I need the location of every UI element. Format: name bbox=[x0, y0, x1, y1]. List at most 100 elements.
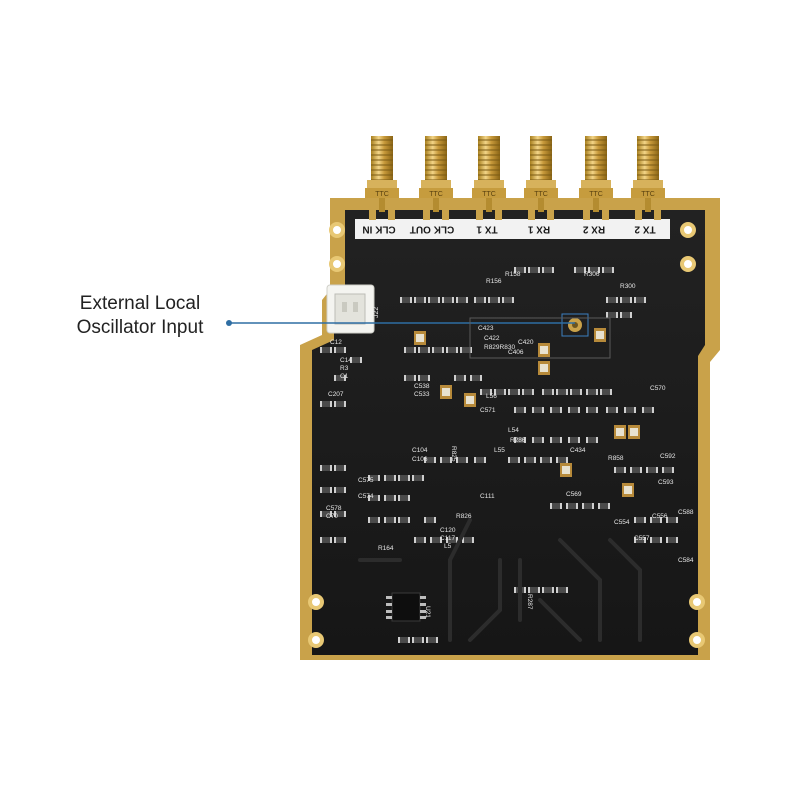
smd-component bbox=[550, 503, 562, 509]
inductor bbox=[614, 425, 626, 439]
smd-component bbox=[586, 437, 598, 443]
smd-component bbox=[602, 267, 614, 273]
smd-component bbox=[446, 347, 458, 353]
smd-component bbox=[334, 401, 346, 407]
smd-component bbox=[320, 487, 332, 493]
smd-component bbox=[462, 537, 474, 543]
smd-component bbox=[424, 457, 436, 463]
smd-component bbox=[614, 467, 626, 473]
silkscreen-label: C575 bbox=[358, 477, 374, 484]
connector-label: RX 2 bbox=[582, 223, 605, 234]
smd-component bbox=[334, 375, 346, 381]
silkscreen-label: C406 bbox=[508, 349, 524, 356]
smd-component bbox=[586, 407, 598, 413]
ufl-lo-connector bbox=[561, 313, 589, 337]
silkscreen-label: R826 bbox=[456, 513, 472, 520]
smd-component bbox=[440, 457, 452, 463]
smd-component bbox=[570, 389, 582, 395]
smd-component bbox=[574, 267, 586, 273]
mounting-holes bbox=[308, 222, 705, 648]
smd-component bbox=[666, 517, 678, 523]
smd-component bbox=[368, 517, 380, 523]
smd-component bbox=[662, 467, 674, 473]
smd-component bbox=[320, 465, 332, 471]
smd-component bbox=[550, 437, 562, 443]
smd-component bbox=[456, 457, 468, 463]
smd-component bbox=[384, 475, 396, 481]
connector-label: CLK OUT bbox=[410, 223, 454, 234]
smd-component bbox=[488, 297, 500, 303]
smd-component bbox=[446, 537, 458, 543]
silkscreen-label: C422 bbox=[484, 335, 500, 342]
smd-component bbox=[606, 312, 618, 318]
smd-component bbox=[398, 495, 410, 501]
smd-component bbox=[630, 467, 642, 473]
silkscreen-label: L55 bbox=[494, 447, 505, 454]
silkscreen-label: C14 bbox=[340, 357, 352, 364]
smd-component bbox=[404, 347, 416, 353]
j22-connector bbox=[326, 284, 375, 334]
mounting-hole bbox=[689, 632, 705, 648]
silkscreen-label: L5 bbox=[444, 543, 452, 550]
silkscreen-label: C423 bbox=[478, 325, 494, 332]
smd-component bbox=[414, 297, 426, 303]
smd-component bbox=[404, 375, 416, 381]
smd-component bbox=[582, 503, 594, 509]
silkscreen-label: C588 bbox=[678, 509, 694, 516]
mounting-hole bbox=[329, 222, 345, 238]
smd-component bbox=[556, 457, 568, 463]
connector-label: TX 2 bbox=[634, 223, 656, 234]
silkscreen-label: L54 bbox=[508, 427, 519, 434]
silkscreen-label: C434 bbox=[570, 447, 586, 454]
smd-component bbox=[514, 407, 526, 413]
smd-component bbox=[334, 487, 346, 493]
smd-component bbox=[606, 297, 618, 303]
smd-component bbox=[334, 465, 346, 471]
inductor bbox=[538, 343, 550, 357]
smd-component bbox=[550, 407, 562, 413]
smd-component bbox=[398, 637, 410, 643]
silk-j22: J22 bbox=[373, 307, 380, 318]
smd-component bbox=[532, 407, 544, 413]
mounting-hole bbox=[689, 594, 705, 610]
smd-component bbox=[334, 537, 346, 543]
callout-label-line-2: Oscillator Input bbox=[76, 317, 204, 338]
silkscreen-label: C117 bbox=[440, 535, 455, 542]
rf-section-outline bbox=[469, 317, 611, 359]
smd-component bbox=[412, 475, 424, 481]
smd-component bbox=[556, 389, 568, 395]
smd-component bbox=[666, 537, 678, 543]
silkscreen-label: C554 bbox=[614, 519, 630, 526]
silkscreen-label: C1 bbox=[340, 373, 349, 380]
inductor bbox=[628, 425, 640, 439]
inductor bbox=[594, 328, 606, 342]
connector-label: RX 1 bbox=[527, 223, 550, 234]
sma-brand-label: TTC bbox=[482, 191, 496, 198]
mounting-hole bbox=[308, 594, 324, 610]
smd-component bbox=[646, 467, 658, 473]
mounting-hole bbox=[680, 222, 696, 238]
smd-component bbox=[456, 297, 468, 303]
smd-component bbox=[320, 537, 332, 543]
silkscreen-label: C12 bbox=[330, 339, 342, 346]
silkscreen-label: C557 bbox=[634, 535, 650, 542]
smd-component bbox=[586, 389, 598, 395]
sma-connector: TTC bbox=[524, 136, 558, 220]
silkscreen-label: L56 bbox=[486, 393, 497, 400]
smd-component bbox=[650, 517, 662, 523]
smd-component bbox=[620, 312, 632, 318]
smd-component bbox=[430, 537, 442, 543]
inductor bbox=[538, 361, 550, 375]
silkscreen-label: R829R830 bbox=[484, 344, 515, 351]
smd-component bbox=[384, 517, 396, 523]
silkscreen-label: C120 bbox=[440, 527, 456, 534]
smd-component bbox=[508, 457, 520, 463]
smd-component bbox=[528, 267, 540, 273]
callout-label-line-1: External Local bbox=[79, 293, 201, 314]
silkscreen-label: R825 bbox=[450, 446, 457, 462]
smd-component bbox=[634, 297, 646, 303]
smd-component bbox=[334, 511, 346, 517]
smd-component bbox=[624, 407, 636, 413]
smd-component bbox=[368, 475, 380, 481]
